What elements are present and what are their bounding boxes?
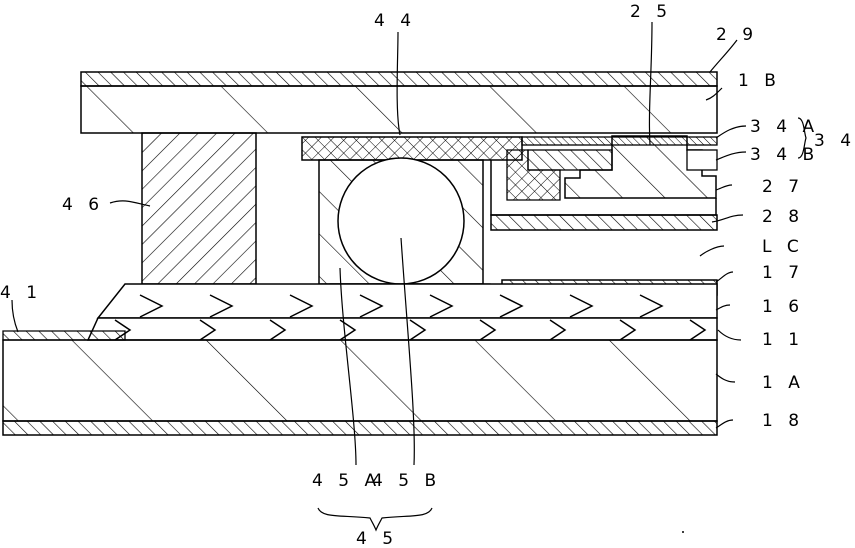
label-LC: L C bbox=[762, 237, 804, 257]
label-1B: 1 B bbox=[738, 71, 781, 91]
label-45A: 4 5 A bbox=[312, 471, 381, 491]
ball-45B bbox=[338, 158, 464, 284]
terminal-41 bbox=[3, 331, 125, 340]
label-25: 2 5 bbox=[630, 2, 672, 22]
stray-dot bbox=[682, 531, 684, 533]
label-34B: 3 4 B bbox=[750, 145, 819, 165]
layer-34B bbox=[687, 150, 717, 170]
label-16: 1 6 bbox=[762, 297, 804, 317]
label-28: 2 8 bbox=[762, 207, 804, 227]
alignment-layer-28 bbox=[491, 215, 717, 230]
label-46: 4 6 bbox=[62, 195, 104, 215]
layer-16 bbox=[98, 284, 717, 318]
label-27: 2 7 bbox=[762, 177, 804, 197]
layer-29 bbox=[81, 72, 717, 86]
label-45B: 4 5 B bbox=[372, 471, 441, 491]
seal-46 bbox=[142, 133, 256, 284]
label-34A: 3 4 A bbox=[750, 117, 819, 137]
lower-substrate-1A bbox=[3, 340, 717, 421]
label-45: 4 5 bbox=[356, 529, 398, 548]
layer-34B-upper bbox=[528, 150, 612, 170]
pad-44 bbox=[302, 137, 522, 160]
label-11: 1 1 bbox=[762, 330, 804, 350]
layer-18 bbox=[3, 421, 717, 435]
label-1A: 1 A bbox=[762, 373, 805, 393]
label-34: 3 4 bbox=[814, 131, 855, 151]
label-17: 1 7 bbox=[762, 263, 804, 283]
label-44: 4 4 bbox=[374, 11, 416, 31]
label-18: 1 8 bbox=[762, 411, 804, 431]
label-29: 2 9 bbox=[716, 25, 758, 45]
label-41: 4 1 bbox=[0, 283, 42, 303]
